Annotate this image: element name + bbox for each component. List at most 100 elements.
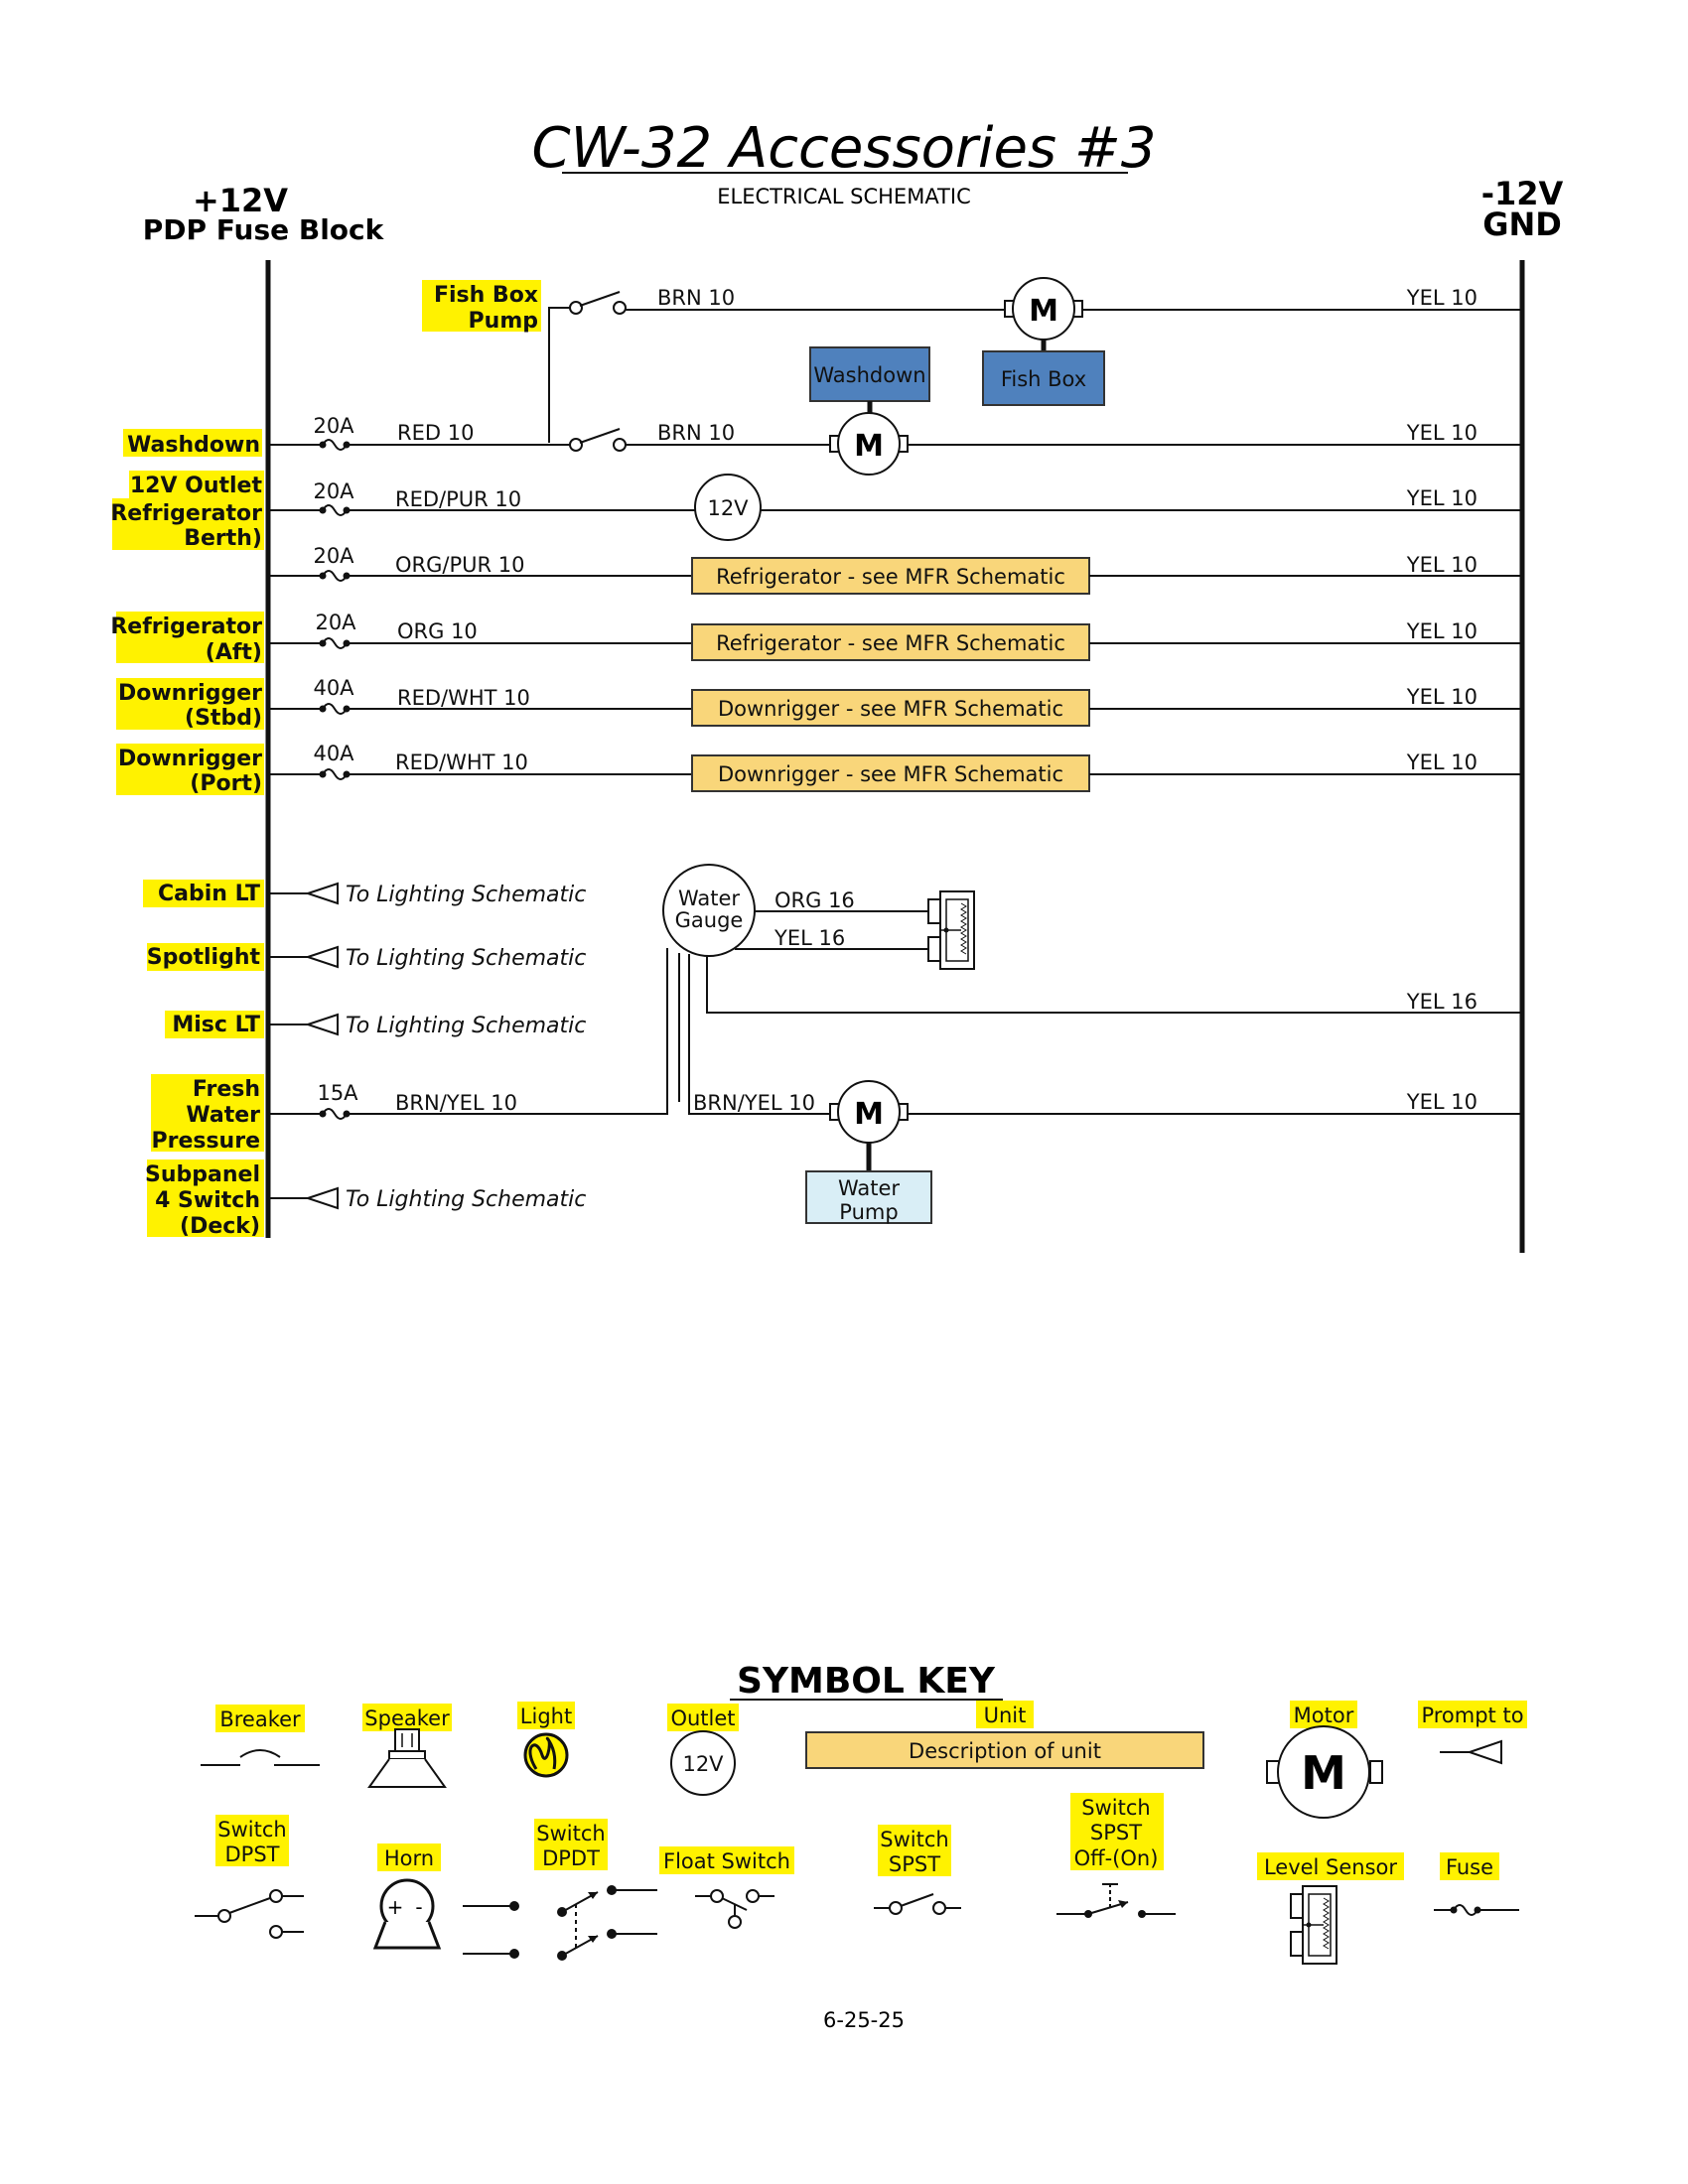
fridge-berth-wire-2: YEL 10 bbox=[1406, 553, 1477, 577]
fishbox-wire-1: BRN 10 bbox=[657, 286, 735, 310]
svg-text:Downrigger - see MFR Schematic: Downrigger - see MFR Schematic bbox=[718, 762, 1063, 786]
down-port-wire-2: YEL 10 bbox=[1406, 751, 1477, 774]
gauge-wire-gnd: YEL 16 bbox=[1406, 990, 1477, 1014]
svg-text:15A: 15A bbox=[317, 1081, 358, 1105]
fresh-fuse bbox=[318, 1108, 352, 1120]
key-outlet-symbol: 12V bbox=[670, 1730, 736, 1796]
down-port-wire-1: RED/WHT 10 bbox=[395, 751, 528, 774]
svg-text:+: + bbox=[387, 1895, 404, 1919]
svg-text:Downrigger - see MFR Schematic: Downrigger - see MFR Schematic bbox=[718, 697, 1063, 721]
water-pump-unit bbox=[805, 1170, 932, 1224]
svg-text:20A: 20A bbox=[313, 544, 354, 568]
fresh-wire-mid: BRN/YEL 10 bbox=[693, 1091, 815, 1115]
down-port-fuse bbox=[318, 768, 352, 780]
subpanel-label-2: 4 Switch bbox=[155, 1188, 260, 1213]
key-float-label: Float Switch bbox=[663, 1849, 790, 1873]
subpanel-prompt bbox=[307, 1187, 339, 1209]
subpanel-label-1: Subpanel bbox=[145, 1162, 260, 1187]
svg-text:Water: Water bbox=[678, 887, 740, 910]
cabin-lt-label: Cabin LT bbox=[158, 882, 260, 906]
gauge-wire-a: ORG 16 bbox=[774, 888, 855, 912]
fridge-aft-unit bbox=[691, 623, 1090, 661]
key-dpdt-label-2: DPDT bbox=[542, 1846, 600, 1870]
key-dpst-label-2: DPST bbox=[225, 1843, 280, 1866]
washdown-motor: M bbox=[829, 412, 909, 476]
down-port-unit bbox=[691, 754, 1090, 792]
page-title: CW-32 Accessories #3 bbox=[532, 116, 1157, 181]
washdown-unit bbox=[809, 346, 930, 402]
key-motor-label: Motor bbox=[1294, 1704, 1354, 1727]
svg-text:20A: 20A bbox=[313, 414, 354, 438]
key-unit-symbol bbox=[805, 1731, 1204, 1769]
level-sensor bbox=[927, 890, 975, 970]
svg-text:Fish Box: Fish Box bbox=[1001, 367, 1086, 391]
fishbox-switch bbox=[569, 291, 627, 315]
key-light-label: Light bbox=[520, 1705, 572, 1728]
key-prompt-label: Prompt to bbox=[1421, 1704, 1523, 1727]
key-float-switch-symbol bbox=[695, 1889, 774, 1929]
key-spst-symbol bbox=[874, 1893, 961, 1915]
svg-text:40A: 40A bbox=[313, 742, 354, 765]
page-date: 6-25-25 bbox=[823, 2008, 905, 2032]
down-stbd-wire-1: RED/WHT 10 bbox=[397, 686, 530, 710]
key-outlet-label: Outlet bbox=[670, 1706, 735, 1730]
key-speaker-label: Speaker bbox=[364, 1706, 450, 1730]
fishbox-motor: M bbox=[1004, 277, 1083, 341]
fridge-berth-label-2: Berth) bbox=[184, 526, 262, 551]
svg-text:-: - bbox=[415, 1895, 422, 1919]
outlet-symbol bbox=[694, 474, 762, 541]
svg-text:M: M bbox=[854, 1097, 884, 1132]
svg-text:To Lighting Schematic: To Lighting Schematic bbox=[346, 883, 586, 907]
svg-text:20A: 20A bbox=[313, 479, 354, 503]
svg-text:Refrigerator - see MFR Schemat: Refrigerator - see MFR Schematic bbox=[716, 565, 1065, 589]
washdown-wire-mid: BRN 10 bbox=[657, 421, 735, 445]
key-level-sensor-symbol bbox=[1290, 1885, 1337, 1965]
key-spst-on-label-3: Off-(On) bbox=[1074, 1846, 1159, 1870]
fishbox-wire-2: YEL 10 bbox=[1406, 286, 1477, 310]
right-rail-voltage: -12V bbox=[1481, 175, 1564, 212]
down-stbd-fuse bbox=[318, 703, 352, 715]
fresh-label-3: Pressure bbox=[151, 1129, 260, 1154]
left-rail-voltage: +12V bbox=[193, 182, 288, 219]
key-breaker-symbol bbox=[201, 1749, 320, 1766]
fishbox-label-2: Pump bbox=[469, 309, 538, 334]
key-dpst-symbol bbox=[195, 1889, 304, 1939]
svg-text:Water: Water bbox=[838, 1176, 900, 1200]
svg-text:M: M bbox=[1029, 294, 1058, 329]
fresh-wire-1: BRN/YEL 10 bbox=[395, 1091, 517, 1115]
misc-lt-prompt bbox=[307, 1014, 339, 1035]
svg-text:Pump: Pump bbox=[839, 1200, 898, 1224]
outlet-wire-1: RED/PUR 10 bbox=[395, 487, 521, 511]
key-spst-on-label-1: Switch bbox=[1081, 1796, 1150, 1820]
fridge-aft-wire-1: ORG 10 bbox=[397, 619, 478, 643]
svg-text:To Lighting Schematic: To Lighting Schematic bbox=[346, 1187, 586, 1212]
fishbox-label-1: Fish Box bbox=[434, 283, 538, 308]
down-stbd-label-1: Downrigger bbox=[118, 681, 262, 706]
svg-text:Washdown: Washdown bbox=[813, 363, 925, 387]
washdown-wire-1: RED 10 bbox=[397, 421, 474, 445]
washdown-fuse bbox=[318, 439, 352, 451]
spotlight-label: Spotlight bbox=[147, 945, 261, 970]
outlet-circuit-label: 12V Outlet bbox=[130, 474, 263, 498]
down-stbd-wire-2: YEL 10 bbox=[1406, 685, 1477, 709]
fridge-aft-label-2: (Aft) bbox=[206, 640, 262, 665]
key-unit-label: Unit bbox=[984, 1704, 1027, 1727]
left-rail-name: PDP Fuse Block bbox=[143, 213, 385, 246]
fridge-aft-label-1: Refrigerator bbox=[110, 614, 262, 639]
symbol-key-title: SYMBOL KEY bbox=[737, 1661, 996, 1702]
key-horn-symbol: + - bbox=[372, 1878, 442, 1950]
svg-text:To Lighting Schematic: To Lighting Schematic bbox=[346, 946, 586, 971]
washdown-wire-2: YEL 10 bbox=[1406, 421, 1477, 445]
key-spst-on-label-2: SPST bbox=[1090, 1821, 1142, 1844]
svg-text:Refrigerator - see MFR Schemat: Refrigerator - see MFR Schematic bbox=[716, 631, 1065, 655]
key-unit-desc: Description of unit bbox=[909, 1739, 1101, 1763]
svg-text:Gauge: Gauge bbox=[675, 908, 744, 932]
key-motor-symbol: M bbox=[1266, 1725, 1383, 1819]
svg-text:12V: 12V bbox=[682, 1752, 724, 1776]
down-port-label-2: (Port) bbox=[190, 771, 262, 796]
key-prompt-symbol bbox=[1440, 1739, 1502, 1765]
down-stbd-unit bbox=[691, 689, 1090, 727]
page-subtitle: ELECTRICAL SCHEMATIC bbox=[717, 185, 971, 208]
svg-text:20A: 20A bbox=[315, 611, 356, 634]
svg-text:40A: 40A bbox=[313, 676, 354, 700]
